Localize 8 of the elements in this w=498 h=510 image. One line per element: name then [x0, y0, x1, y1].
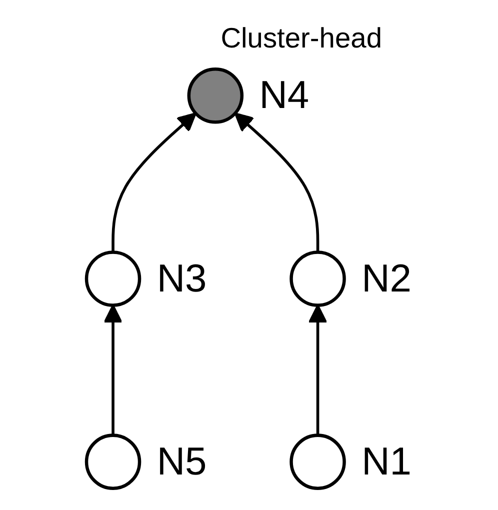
node-label: N2 — [362, 257, 412, 300]
node-label: N1 — [362, 440, 412, 484]
arrow — [234, 112, 320, 252]
node-label: N5 — [156, 440, 207, 484]
node-label: N3 — [156, 257, 207, 300]
node-label: Cluster-head — [220, 21, 382, 54]
arrow — [112, 112, 196, 252]
node-label: N4 — [259, 74, 310, 118]
